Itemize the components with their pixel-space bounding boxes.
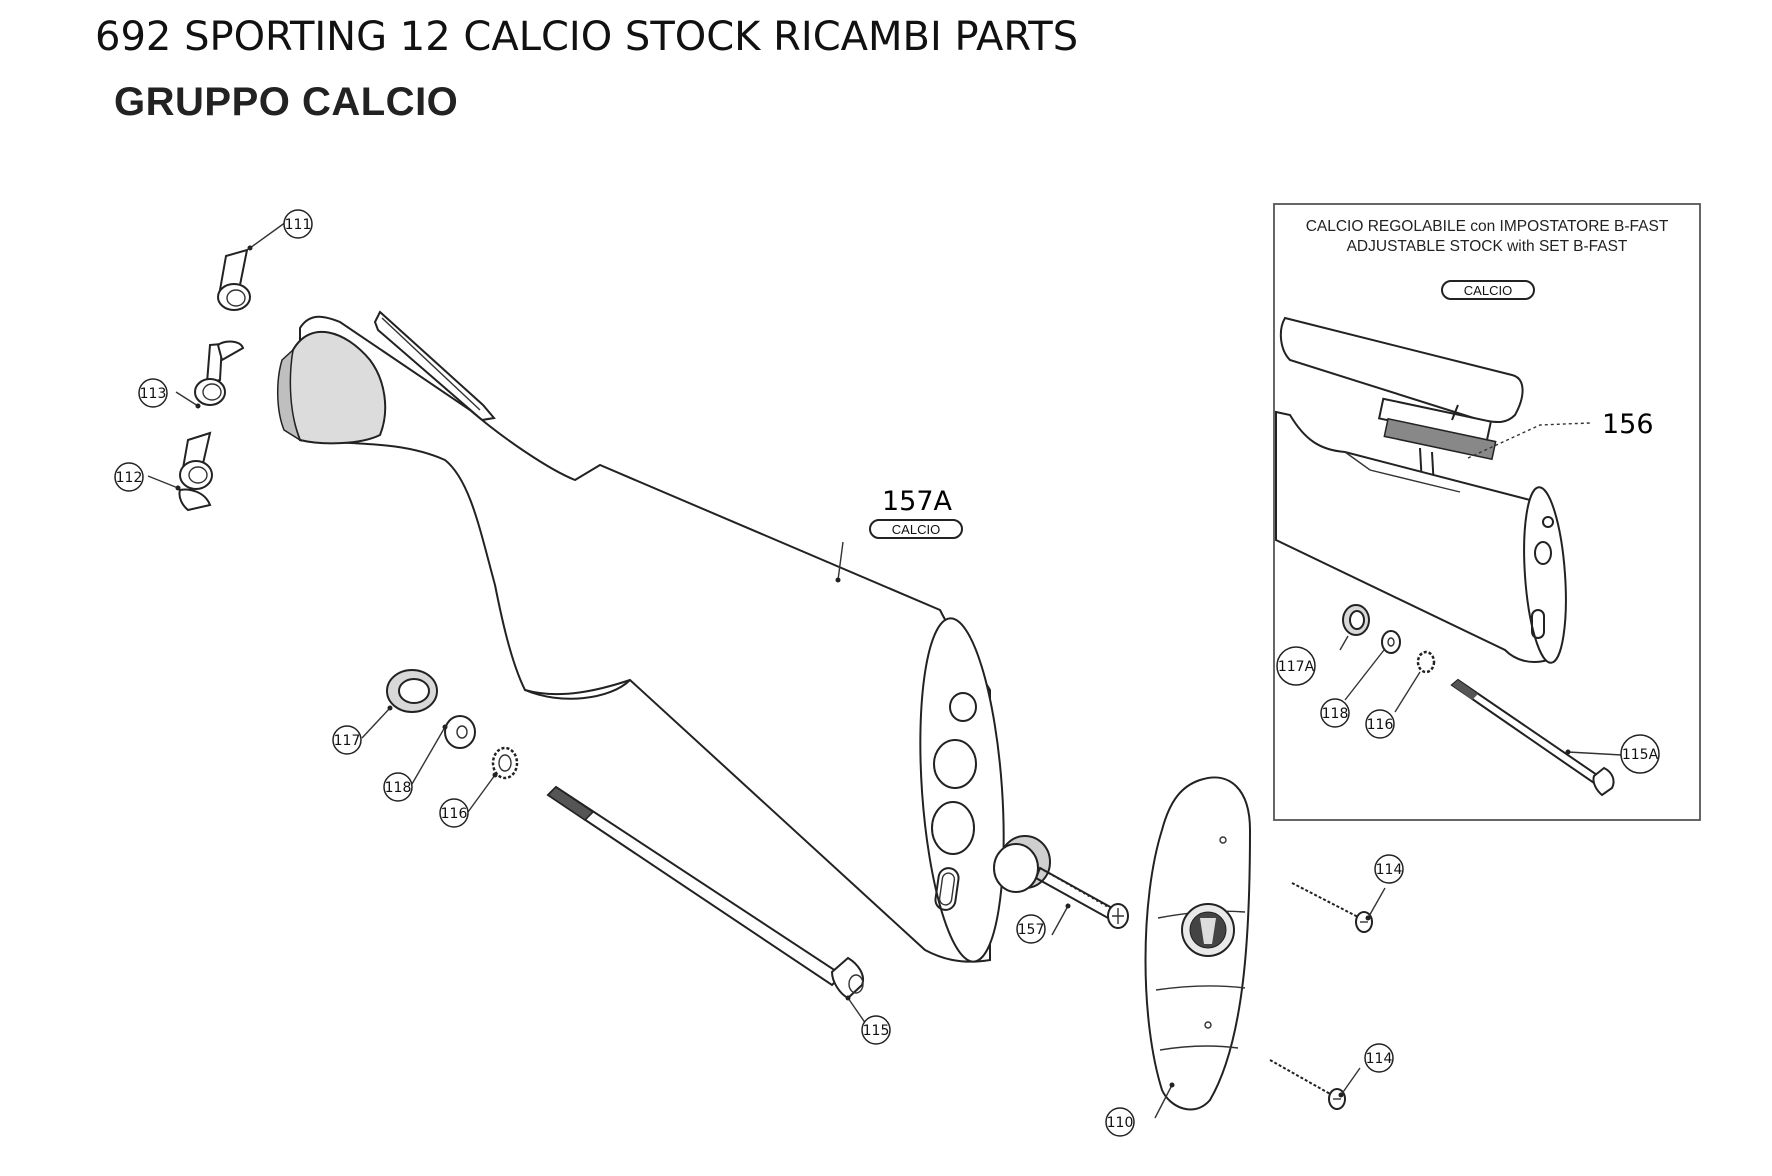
callout-116-text: 116 xyxy=(441,806,468,822)
callout-116-inset-text: 116 xyxy=(1367,717,1394,733)
callout-117-text: 117 xyxy=(334,733,361,749)
calcio-tag-main: CALCIO xyxy=(869,519,963,539)
callout-113: 113 xyxy=(138,378,168,408)
callout-112-text: 112 xyxy=(116,470,143,486)
callout-117A: 117A xyxy=(1276,646,1316,686)
callout-114-upper-text: 114 xyxy=(1376,862,1403,878)
callout-115A-text: 115A xyxy=(1622,747,1659,763)
part-111-swivel xyxy=(217,221,287,311)
page-title: 692 SPORTING 12 CALCIO STOCK RICAMBI PAR… xyxy=(95,14,1079,60)
part-113-swivel xyxy=(175,340,245,409)
calcio-tag-inset-text: CALCIO xyxy=(1464,283,1512,298)
part-156-label: 156 xyxy=(1602,409,1654,440)
callout-118-inset-text: 118 xyxy=(1322,706,1349,722)
callout-117A-text: 117A xyxy=(1278,659,1315,675)
callout-116: 116 xyxy=(439,798,469,828)
part-114-screw-lower xyxy=(1269,1059,1361,1110)
callout-112: 112 xyxy=(114,462,144,492)
callout-114-lower-text: 114 xyxy=(1366,1051,1393,1067)
group-title: GRUPPO CALCIO xyxy=(114,80,459,124)
part-157-screw-spacer xyxy=(993,835,1129,936)
part-116-lockwasher xyxy=(467,746,519,813)
part-114-screw-upper xyxy=(1291,882,1386,933)
inset-title-en: ADJUSTABLE STOCK with SET B-FAST xyxy=(1347,238,1628,255)
callout-157: 157 xyxy=(1016,914,1046,944)
callout-110: 110 xyxy=(1105,1107,1135,1137)
part-117-washer xyxy=(361,669,438,739)
callout-118: 118 xyxy=(383,772,413,802)
callout-114-upper: 114 xyxy=(1374,854,1404,884)
part-118-washer xyxy=(411,715,476,785)
callout-110-text: 110 xyxy=(1107,1115,1134,1131)
callout-115-text: 115 xyxy=(863,1023,890,1039)
part-112-swivel xyxy=(147,431,213,512)
callout-111-text: 111 xyxy=(285,217,312,233)
callout-117: 117 xyxy=(332,725,362,755)
inset-title-it: CALCIO REGOLABILE con IMPOSTATORE B-FAST xyxy=(1306,218,1669,235)
callout-118-inset: 118 xyxy=(1320,698,1350,728)
callout-116-inset: 116 xyxy=(1365,709,1395,739)
callout-157-text: 157 xyxy=(1018,922,1045,938)
part-110-recoil-pad xyxy=(1144,776,1252,1119)
callout-111: 111 xyxy=(283,209,313,239)
callout-114-lower: 114 xyxy=(1364,1043,1394,1073)
part-115-stock-bolt xyxy=(546,785,867,1025)
stock-body xyxy=(276,310,1005,963)
callout-115A: 115A xyxy=(1620,734,1660,774)
calcio-tag-inset: CALCIO xyxy=(1441,280,1535,300)
callout-113-text: 113 xyxy=(140,386,167,402)
callout-115: 115 xyxy=(861,1015,891,1045)
calcio-tag-main-text: CALCIO xyxy=(892,522,940,537)
part-157A-label: 157A xyxy=(882,486,953,517)
callout-118-text: 118 xyxy=(385,780,412,796)
